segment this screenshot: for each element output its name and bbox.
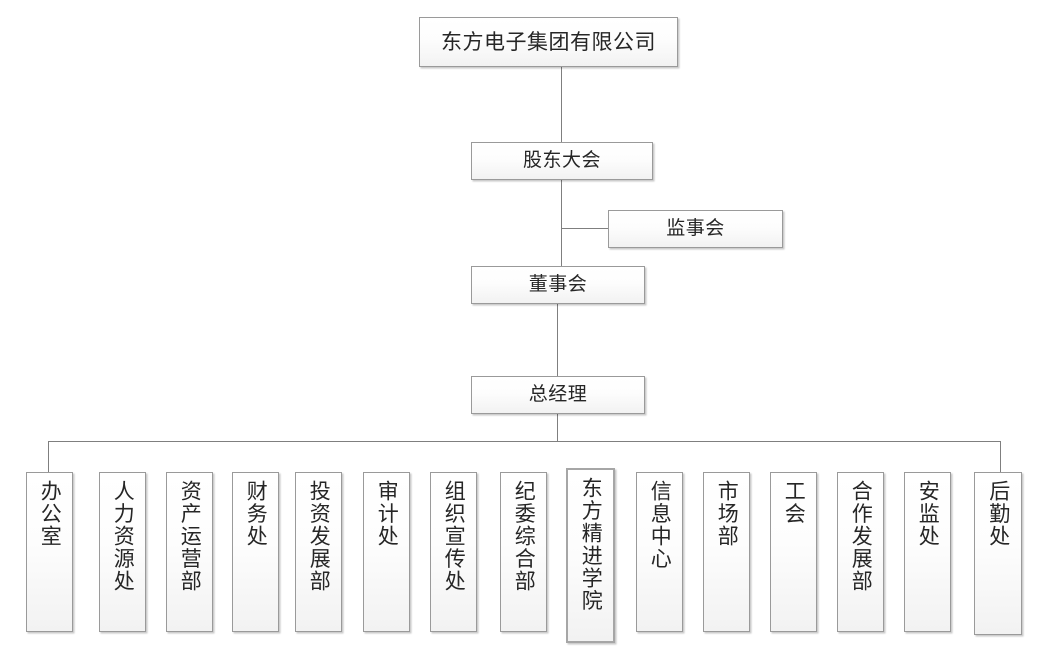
node-directors-label: 董事会 [528,273,588,296]
node-department-1[interactable]: 人力资源处 [99,472,146,632]
node-department-label: 财务处 [244,480,269,548]
node-department-4[interactable]: 投资发展部 [295,472,342,632]
node-department-label: 安监处 [916,480,941,548]
node-department-2[interactable]: 资产运营部 [166,472,213,632]
connector-department-bus [48,441,1001,442]
node-department-8[interactable]: 东方精进学院 [566,468,615,643]
connector-to-supervisors [561,228,608,229]
node-department-13[interactable]: 安监处 [904,472,951,632]
node-department-label: 审计处 [375,480,400,548]
node-supervisors-label: 监事会 [666,217,725,240]
connector-shareholders-to-directors [561,180,562,266]
node-manager-label: 总经理 [528,383,588,406]
connector-company-to-shareholders [561,67,562,142]
node-department-6[interactable]: 组织宣传处 [430,472,477,632]
node-general-manager[interactable]: 总经理 [471,376,645,414]
node-board-of-supervisors[interactable]: 监事会 [608,210,783,248]
node-department-label: 工会 [782,480,807,525]
connector-directors-to-manager [557,303,558,376]
node-department-label: 资产运营部 [178,480,203,593]
node-department-label: 信息中心 [648,480,673,570]
node-department-label: 东方精进学院 [579,477,604,612]
node-department-3[interactable]: 财务处 [232,472,279,632]
node-department-11[interactable]: 工会 [770,472,817,632]
node-department-label: 人力资源处 [111,480,136,593]
node-department-7[interactable]: 纪委综合部 [500,472,547,632]
node-department-5[interactable]: 审计处 [363,472,410,632]
node-department-9[interactable]: 信息中心 [636,472,683,632]
node-board-of-directors[interactable]: 董事会 [471,266,645,304]
node-department-label: 市场部 [715,480,740,548]
node-department-12[interactable]: 合作发展部 [837,472,884,632]
node-department-0[interactable]: 办公室 [26,472,73,632]
node-department-label: 办公室 [38,480,63,548]
node-department-14[interactable]: 后勤处 [974,472,1022,635]
node-department-label: 投资发展部 [307,480,332,593]
node-department-label: 纪委综合部 [512,480,537,593]
node-shareholders-meeting[interactable]: 股东大会 [471,142,653,180]
node-department-label: 组织宣传处 [442,480,467,593]
node-department-label: 后勤处 [986,480,1011,548]
connector-bus-drop-left [48,441,49,472]
node-company-label: 东方电子集团有限公司 [441,29,656,54]
node-department-label: 合作发展部 [849,480,874,593]
node-department-10[interactable]: 市场部 [703,472,750,632]
connector-bus-drop-right [1000,441,1001,473]
node-company[interactable]: 东方电子集团有限公司 [419,17,678,67]
connector-manager-to-bus [557,413,558,441]
node-shareholders-label: 股东大会 [522,149,601,172]
